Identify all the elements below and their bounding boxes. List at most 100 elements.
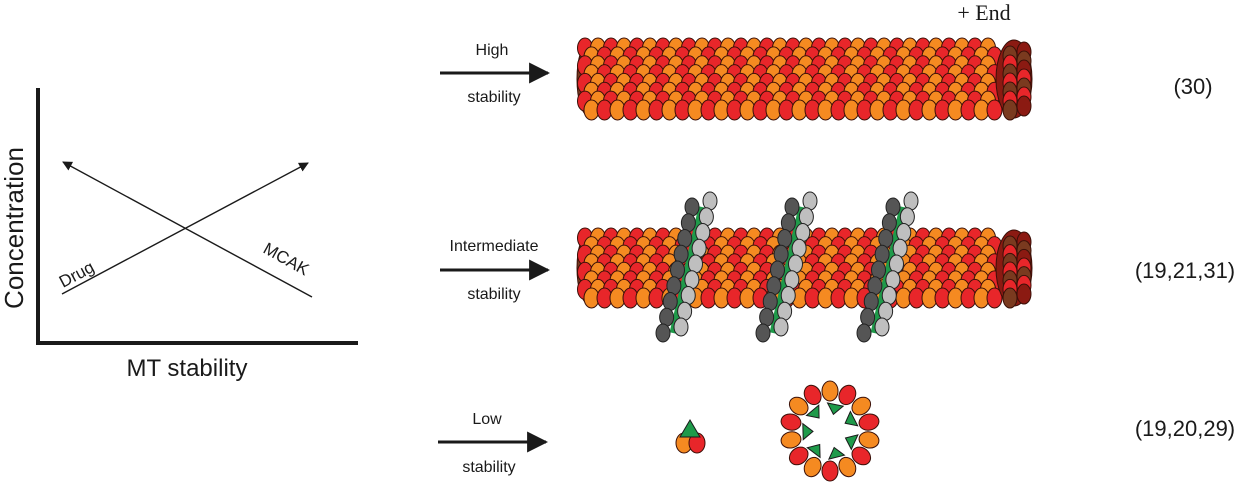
mcak-subunit <box>863 292 879 311</box>
row-low: Low stability (19,20,29) <box>438 411 1235 476</box>
mcak-subunit <box>759 307 775 327</box>
row-intermediate: Intermediate stability (19,21,31) <box>440 238 1235 303</box>
mcak-subunit <box>885 270 901 290</box>
ring-subunit <box>838 456 857 478</box>
mcak-subunit <box>762 292 778 311</box>
drug-triangle <box>828 446 846 460</box>
plus-end-subunit <box>1002 99 1018 121</box>
mcak-subunit <box>695 223 711 242</box>
mcak-subunit <box>673 244 689 264</box>
tubulin-subunit <box>986 99 1003 121</box>
ring-subunit <box>788 396 809 416</box>
row-low-reference: (19,20,29) <box>1135 416 1235 441</box>
drug-triangle <box>844 410 859 427</box>
plus-end-subunit <box>1002 287 1018 309</box>
mcak-subunit <box>680 213 696 233</box>
mcak-subunit <box>662 292 678 311</box>
mcak-subunit <box>871 260 886 280</box>
drug-triangle <box>679 419 701 438</box>
mcak-subunit <box>896 223 912 242</box>
row-high-top-label: High <box>476 42 509 59</box>
microtubule-low-stability <box>675 380 880 482</box>
x-axis-label: MT stability <box>127 355 248 382</box>
mcak-subunit <box>795 223 811 242</box>
row-low-bottom-label: stability <box>462 459 515 476</box>
row-low-top-label: Low <box>472 411 502 428</box>
row-intermediate-top-label: Intermediate <box>450 238 539 255</box>
mcak-subunit <box>677 301 693 321</box>
mcak-subunit <box>684 197 700 217</box>
mcak-subunit <box>702 191 718 211</box>
mcak-subunit <box>691 238 707 258</box>
mcak-subunit <box>659 307 675 327</box>
row-intermediate-bottom-label: stability <box>467 286 520 303</box>
mcak-subunit <box>780 286 796 305</box>
mcak-subunit <box>673 317 689 337</box>
ring-subunit <box>788 446 809 466</box>
mcak-subunit <box>698 207 714 227</box>
ring-subunit <box>838 384 857 406</box>
row-high-reference: (30) <box>1173 74 1212 99</box>
mcak-subunit <box>784 197 800 217</box>
mcak-subunit <box>777 229 793 248</box>
mcak-subunit <box>878 301 894 321</box>
mcak-subunit <box>777 301 793 321</box>
concentration-graph: Concentration MT stability Drug MCAK <box>0 88 358 382</box>
mcak-subunit <box>688 254 703 274</box>
mcak-subunit <box>860 307 876 327</box>
row-high: High stability (30) <box>440 42 1213 106</box>
drug-triangle <box>802 422 814 441</box>
ring-subunit <box>780 431 802 449</box>
mcak-subunit <box>655 323 671 343</box>
mcak-subunit <box>889 254 904 274</box>
mcak-subunit <box>684 270 700 290</box>
mcak-subunit <box>899 207 915 227</box>
tubulin-subunit <box>986 287 1003 309</box>
ring-subunit <box>858 413 880 431</box>
mcak-subunit <box>867 276 883 296</box>
mcak-subunit <box>878 229 894 248</box>
plus-end-label: + End <box>957 0 1010 25</box>
mcak-subunit <box>874 317 890 337</box>
ring-subunit <box>851 396 872 416</box>
drug-triangle <box>806 443 821 459</box>
ring-subunit <box>821 380 839 402</box>
mcak-subunit <box>802 191 818 211</box>
ring-subunit <box>851 446 872 466</box>
mcak-subunit <box>881 213 897 233</box>
microtubule-high-stability <box>576 37 1033 121</box>
mcak-subunit <box>798 207 814 227</box>
mcak-subunit <box>784 270 800 290</box>
drug-triangle <box>805 404 820 419</box>
mcak-subunit <box>856 323 872 343</box>
mcak-subunit <box>892 238 908 258</box>
mcak-subunit <box>766 276 782 296</box>
mcak-subunit <box>773 244 789 264</box>
mcak-subunit <box>773 317 789 337</box>
mcak-subunit <box>874 244 890 264</box>
row-high-bottom-label: stability <box>467 89 520 106</box>
mcak-subunit <box>680 286 696 305</box>
drug-triangle <box>826 402 845 416</box>
plus-end-subunit <box>1016 95 1032 117</box>
mcak-subunit <box>770 260 785 280</box>
ring-subunit <box>821 460 839 482</box>
mcak-subunit <box>677 229 693 248</box>
mcak-subunit <box>881 286 897 305</box>
drug-triangle <box>844 434 859 451</box>
mcak-line <box>62 161 313 298</box>
mcak-subunit <box>903 191 919 211</box>
microtubule-intermediate-stability <box>576 191 1033 343</box>
mcak-subunit <box>885 197 901 217</box>
ring-subunit <box>858 431 880 449</box>
row-intermediate-reference: (19,21,31) <box>1135 258 1235 283</box>
mcak-subunit <box>791 238 807 258</box>
mcak-subunit <box>670 260 685 280</box>
plus-end-subunit <box>1016 283 1032 305</box>
ring-subunit <box>803 456 822 478</box>
y-axis-label: Concentration <box>0 147 29 309</box>
ring-subunit <box>780 413 802 431</box>
ring-subunit <box>803 384 822 406</box>
mcak-subunit <box>666 276 682 296</box>
